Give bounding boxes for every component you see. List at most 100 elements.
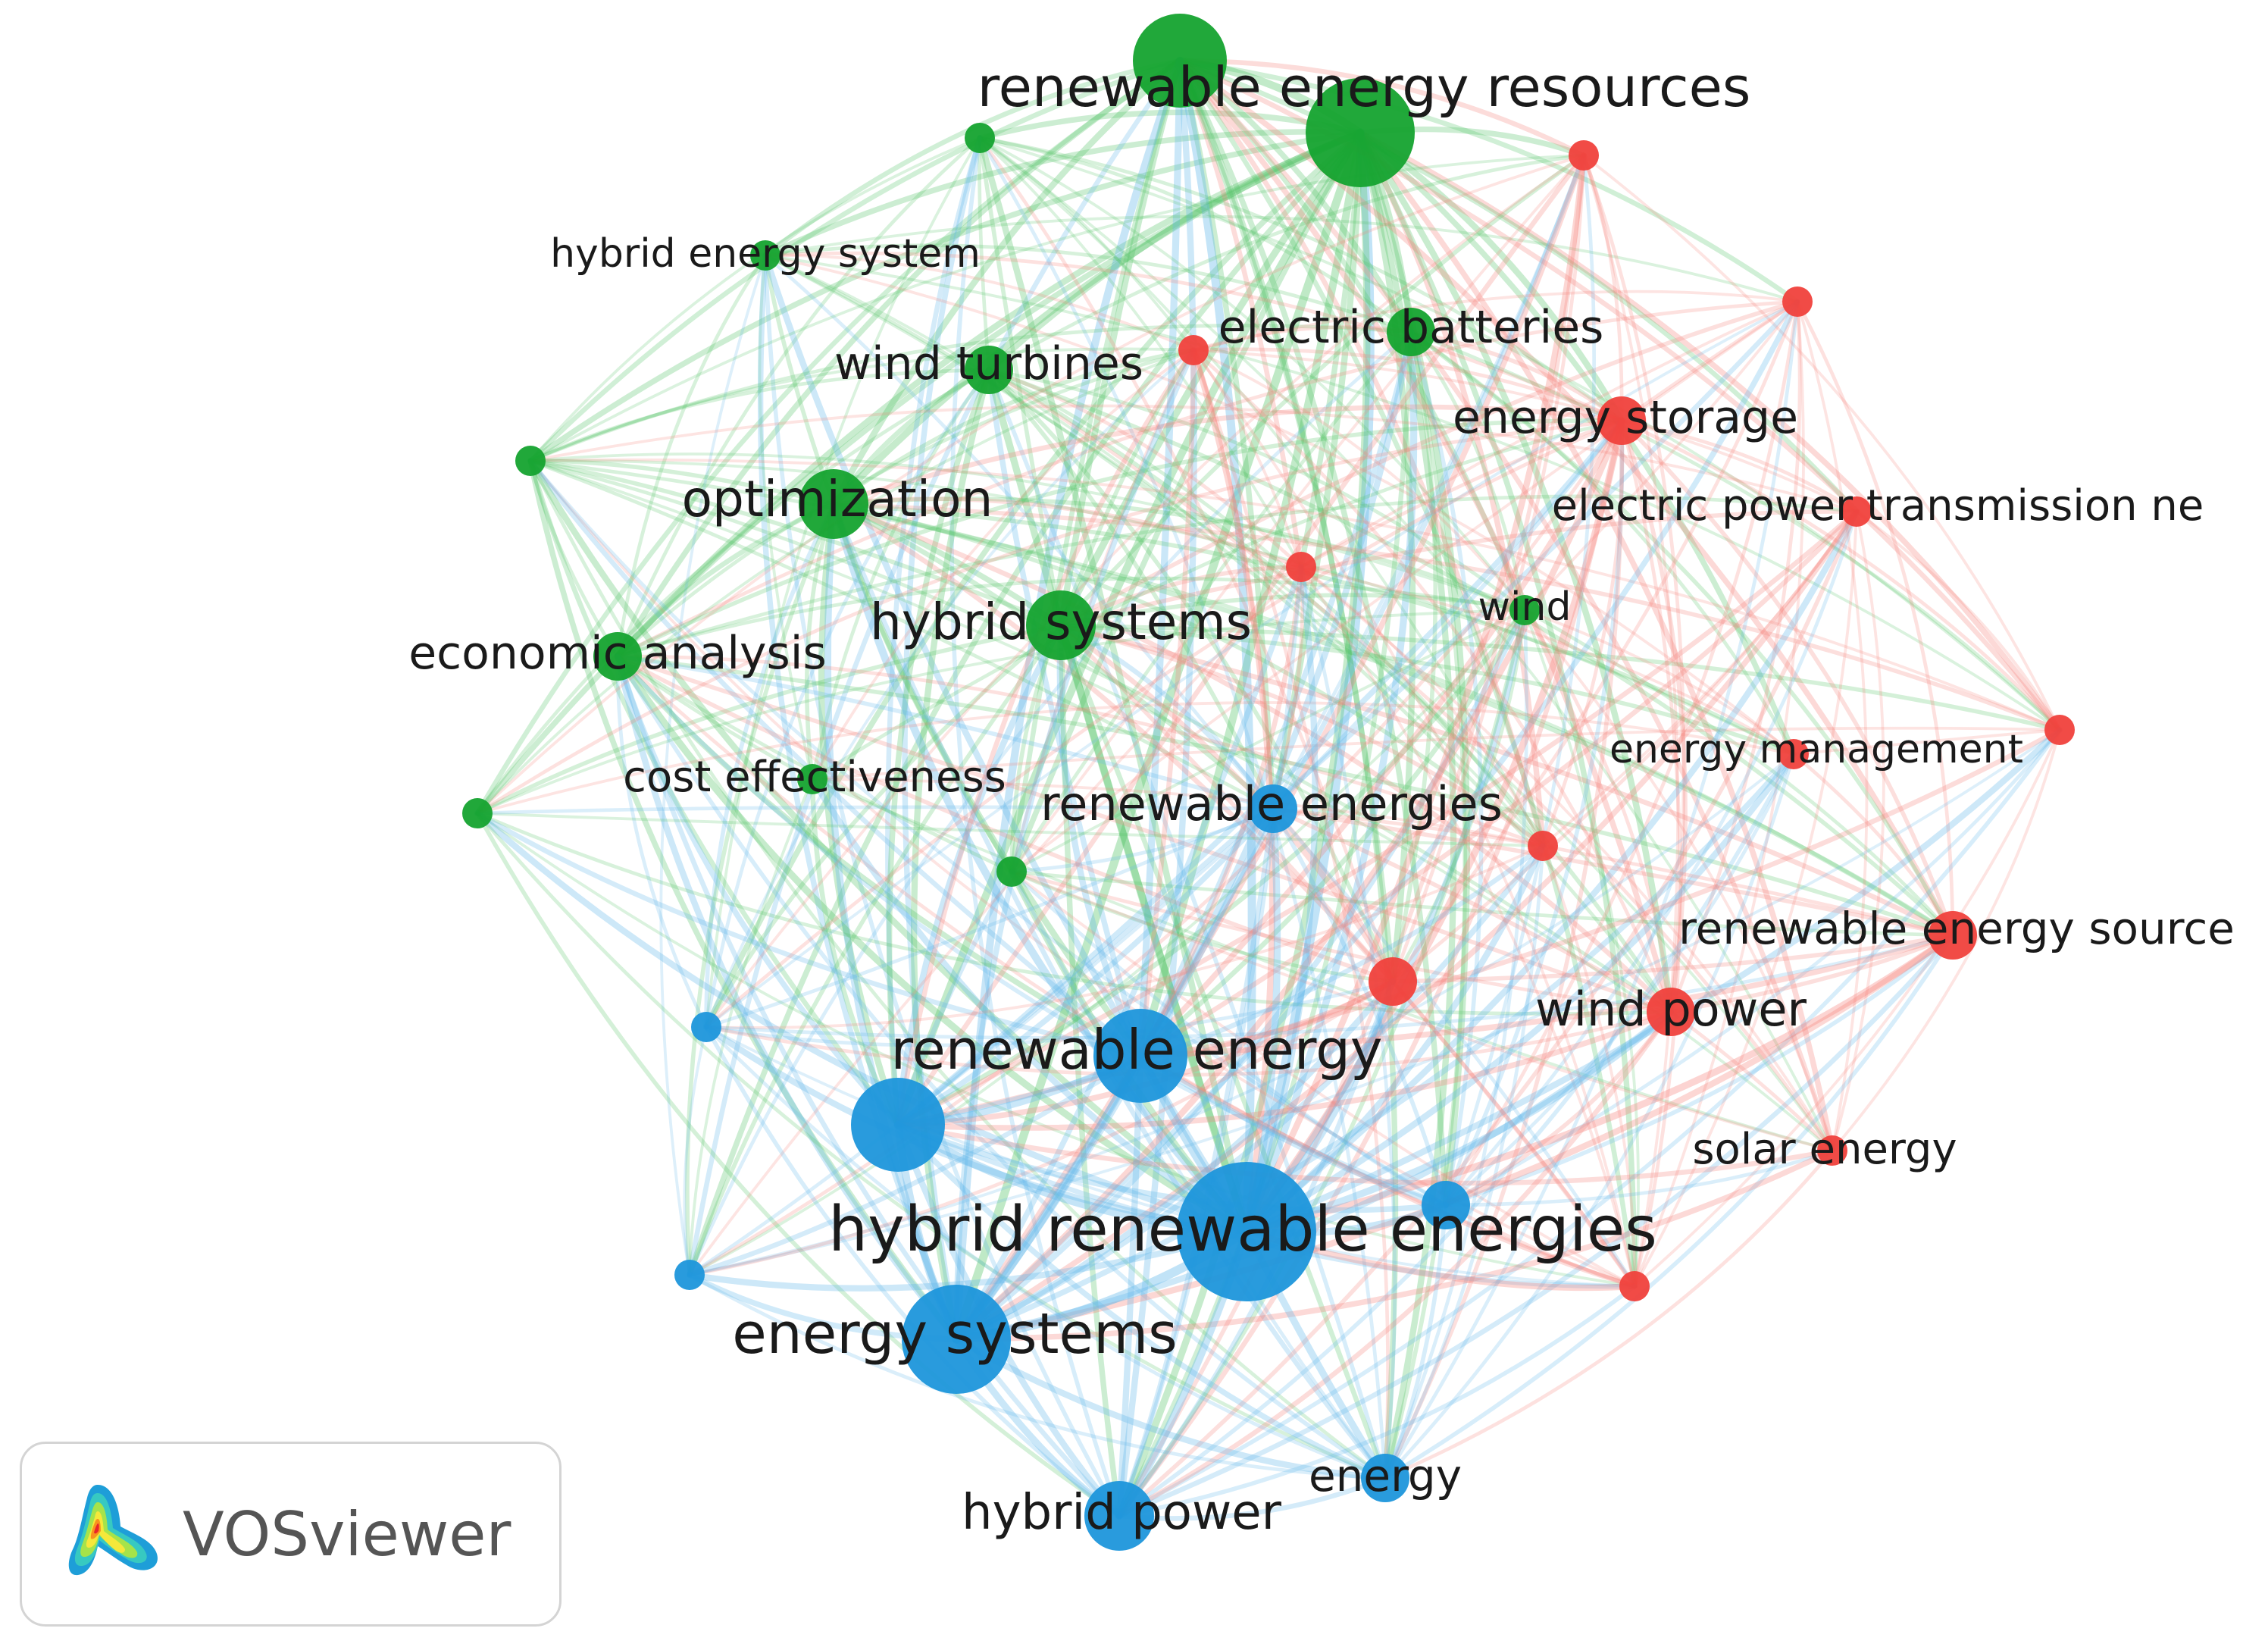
network-node-n17[interactable] <box>1178 335 1209 365</box>
network-node-label-n6: electric batteries <box>1218 301 1604 354</box>
network-link <box>810 418 1624 781</box>
network-node-label-n1: renewable energy resources <box>978 55 1751 119</box>
network-link <box>1192 290 1799 352</box>
network-node-n15[interactable] <box>1569 140 1599 171</box>
network-node-n29[interactable] <box>1249 784 1297 833</box>
network-node-n6[interactable] <box>1387 308 1435 356</box>
network-link <box>1383 330 1468 1480</box>
network-link <box>1383 1148 1835 1480</box>
network-link <box>1619 418 1682 1288</box>
network-link <box>1356 129 1416 985</box>
network-link <box>893 128 1365 1129</box>
network-node-n23[interactable] <box>1528 831 1558 861</box>
network-link <box>615 654 1545 848</box>
network-link <box>1010 349 1195 873</box>
network-node-n14[interactable] <box>996 856 1027 887</box>
vosviewer-logo-text: VOSviewer <box>183 1498 511 1570</box>
network-link <box>830 500 1144 1060</box>
network-link <box>1383 933 1955 1480</box>
network-link <box>1271 565 1305 811</box>
network-node-n35[interactable] <box>674 1260 705 1290</box>
network-link <box>1299 565 1397 1480</box>
network-link <box>1059 509 1859 628</box>
network-node-n33[interactable] <box>1177 1162 1316 1301</box>
network-link <box>528 459 620 659</box>
network-link <box>1269 129 1364 813</box>
network-link <box>1243 750 1797 1235</box>
network-link <box>764 254 1834 1152</box>
network-node-n38[interactable] <box>1084 1481 1154 1551</box>
network-node-n12[interactable] <box>797 764 827 794</box>
network-link <box>895 299 1800 1128</box>
network-link <box>831 501 1956 938</box>
network-node-n31[interactable] <box>1093 1009 1187 1103</box>
network-link <box>704 1025 1121 1518</box>
network-node-n5[interactable] <box>965 346 1013 394</box>
network-node-n25[interactable] <box>1929 911 1977 960</box>
network-link <box>830 129 1364 508</box>
network-node-n21[interactable] <box>1778 739 1809 769</box>
network-node-n2[interactable] <box>1133 14 1227 108</box>
network-link <box>987 368 1275 811</box>
network-link <box>987 368 1395 984</box>
network-node-n20[interactable] <box>1286 552 1316 582</box>
network-node-n24[interactable] <box>1369 957 1417 1006</box>
network-node-n9[interactable] <box>1026 590 1096 660</box>
network-node-n34[interactable] <box>1422 1181 1470 1229</box>
network-node-n11[interactable] <box>1509 595 1540 625</box>
network-link <box>1175 56 1256 1236</box>
network-link <box>763 253 1673 1014</box>
network-node-label-n27: solar energy <box>1692 1125 1957 1174</box>
network-node-n26[interactable] <box>1647 988 1695 1036</box>
network-node-n19[interactable] <box>1841 496 1872 527</box>
network-node-n28[interactable] <box>1619 1271 1650 1301</box>
network-link <box>1300 565 1636 1288</box>
network-link <box>474 58 1183 816</box>
network-link <box>1059 623 2062 732</box>
network-link <box>895 1009 1674 1131</box>
network-node-n18[interactable] <box>1597 396 1646 445</box>
network-link <box>659 254 767 1276</box>
network-node-n7[interactable] <box>515 446 546 476</box>
network-link <box>1619 418 1688 1014</box>
network-link <box>614 129 1364 660</box>
network-node-n4[interactable] <box>750 240 781 271</box>
network-link <box>1137 509 1860 1059</box>
network-node-n3[interactable] <box>965 123 995 153</box>
network-link <box>615 653 901 1128</box>
network-link <box>885 135 983 1128</box>
network-node-n36[interactable] <box>902 1285 1011 1394</box>
network-link <box>688 778 814 1276</box>
network-link <box>1177 58 1546 849</box>
network-node-n32[interactable] <box>851 1078 945 1172</box>
network-node-label-n8: optimization <box>682 470 993 528</box>
network-node-n22[interactable] <box>2044 715 2075 745</box>
network-link <box>1177 58 1304 570</box>
network-link <box>895 509 1860 1128</box>
network-link <box>614 653 960 1343</box>
network-node-n13[interactable] <box>462 798 493 828</box>
network-node-n8[interactable] <box>799 469 868 539</box>
network-node-n37[interactable] <box>1361 1454 1409 1502</box>
network-node-n27[interactable] <box>1817 1135 1847 1166</box>
network-link <box>688 609 1526 1276</box>
network-link <box>687 418 1624 1277</box>
network-node-n30[interactable] <box>691 1012 721 1042</box>
network-node-n1[interactable] <box>1306 78 1415 187</box>
network-link <box>1243 417 1625 1235</box>
network-link <box>1522 608 1673 1014</box>
network-link <box>953 1335 1389 1482</box>
network-node-label-n12: cost effectiveness <box>623 753 1006 802</box>
network-link <box>1271 806 1673 1014</box>
network-link <box>476 701 1795 815</box>
network-link <box>1391 153 1586 984</box>
network-link <box>1137 418 1625 1059</box>
network-link <box>529 458 2061 731</box>
network-link <box>895 1122 1835 1186</box>
network-link <box>1619 418 1955 938</box>
network-node-label-n9: hybrid systems <box>870 593 1252 651</box>
network-link <box>831 502 1014 874</box>
network-node-n10[interactable] <box>593 632 642 681</box>
network-node-n16[interactable] <box>1782 287 1813 317</box>
network-link <box>976 134 1250 1235</box>
